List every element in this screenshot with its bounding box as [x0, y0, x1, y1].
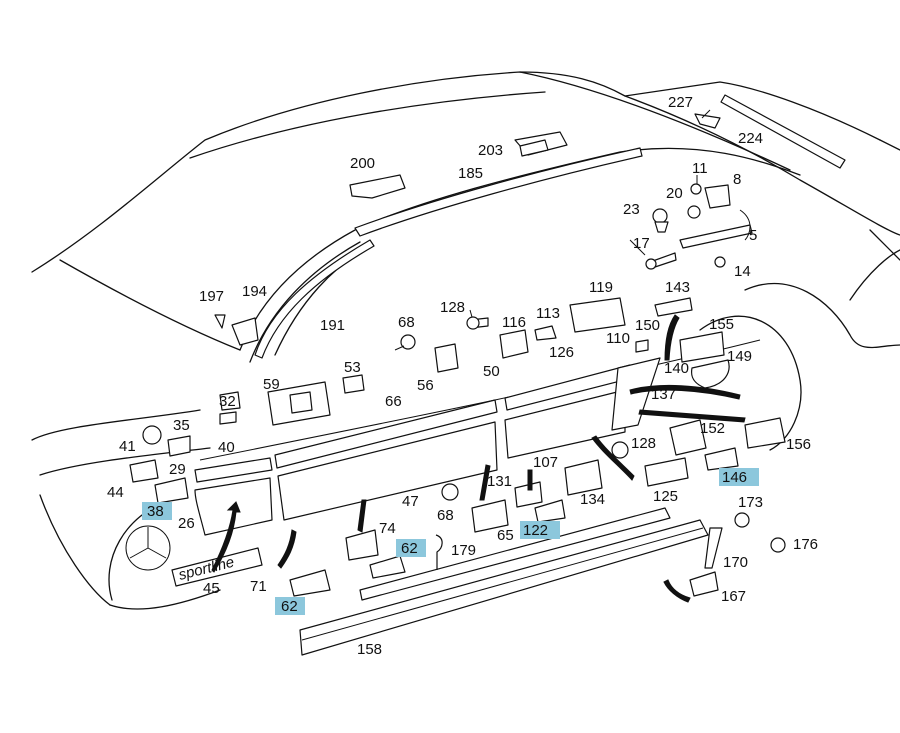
part-label-131: 131 [487, 473, 512, 490]
part-label-125: 125 [653, 488, 678, 505]
part-label-41: 41 [119, 438, 136, 455]
part-label-40: 40 [218, 439, 235, 456]
part-label-140: 140 [664, 360, 689, 377]
part-label-107: 107 [533, 454, 558, 471]
part-label-126: 126 [549, 344, 574, 361]
highlighted-label-62: 62 [401, 540, 418, 557]
part-label-110: 110 [606, 330, 630, 347]
highlighted-label-122: 122 [523, 522, 548, 539]
part-label-11: 11 [692, 160, 708, 177]
part-label-56: 56 [417, 377, 434, 394]
part-label-176: 176 [793, 536, 818, 553]
part-label-150: 150 [635, 317, 660, 334]
highlight-boxes [142, 468, 759, 615]
part-label-119: 119 [589, 279, 613, 296]
part-label-194: 194 [242, 283, 267, 300]
part-label-137: 137 [651, 386, 676, 403]
part-label-14: 14 [734, 263, 751, 280]
part-label-23: 23 [623, 201, 640, 218]
part-label-200: 200 [350, 155, 375, 172]
part-label-128: 128 [440, 299, 465, 316]
highlight-box [275, 597, 305, 615]
highlighted-labels: 38 62 122 146 62 [147, 469, 747, 615]
part-label-128-lower: 128 [631, 435, 656, 452]
part-label-20: 20 [666, 185, 683, 202]
part-label-197: 197 [199, 288, 224, 305]
side-moldings [194, 357, 661, 536]
part-label-155: 155 [709, 316, 734, 333]
part-label-156: 156 [786, 436, 811, 453]
part-label-66: 66 [385, 393, 402, 410]
part-label-53: 53 [344, 359, 361, 376]
part-label-50: 50 [483, 363, 500, 380]
roof-moldings [254, 94, 846, 359]
part-labels: 227 224 200 203 185 11 8 20 23 5 17 14 1… [107, 94, 818, 658]
part-label-152: 152 [700, 420, 725, 437]
rocker-panels [299, 507, 709, 656]
part-label-71: 71 [250, 578, 267, 595]
part-label-44: 44 [107, 484, 124, 501]
part-label-170: 170 [723, 554, 748, 571]
part-label-26: 26 [178, 515, 195, 532]
part-label-8: 8 [733, 171, 741, 188]
part-label-173: 173 [738, 494, 763, 511]
part-label-143: 143 [665, 279, 690, 296]
part-label-65: 65 [497, 527, 514, 544]
part-label-68: 68 [398, 314, 415, 331]
part-label-17: 17 [633, 235, 650, 252]
part-label-149: 149 [727, 348, 752, 365]
part-label-68-lower: 68 [437, 507, 454, 524]
car-body-outline [31, 71, 900, 610]
part-label-158: 158 [357, 641, 382, 658]
part-label-179: 179 [451, 542, 476, 559]
highlight-box [520, 521, 560, 539]
highlight-box [719, 468, 759, 486]
highlighted-label-146: 146 [722, 469, 747, 486]
highlighted-label-38: 38 [147, 503, 164, 520]
part-label-47: 47 [402, 493, 419, 510]
part-label-185: 185 [458, 165, 483, 182]
highlighted-label-62-lower: 62 [281, 598, 298, 615]
part-label-116: 116 [502, 314, 526, 331]
part-label-45: 45 [203, 580, 220, 597]
part-label-191: 191 [320, 317, 345, 334]
part-label-32: 32 [219, 393, 236, 410]
part-label-29: 29 [169, 461, 186, 478]
part-label-203: 203 [478, 142, 503, 159]
part-label-74: 74 [379, 520, 396, 537]
highlight-box [142, 502, 172, 520]
part-label-227: 227 [668, 94, 693, 111]
part-label-5: 5 [749, 227, 757, 244]
part-label-113: 113 [536, 305, 560, 322]
part-label-35: 35 [173, 417, 190, 434]
part-label-224: 224 [738, 130, 763, 147]
leader-lines [394, 109, 711, 351]
arrows [211, 314, 746, 603]
part-label-167: 167 [721, 588, 746, 605]
highlight-box [396, 539, 426, 557]
part-label-134: 134 [580, 491, 605, 508]
part-label-59: 59 [263, 376, 280, 393]
